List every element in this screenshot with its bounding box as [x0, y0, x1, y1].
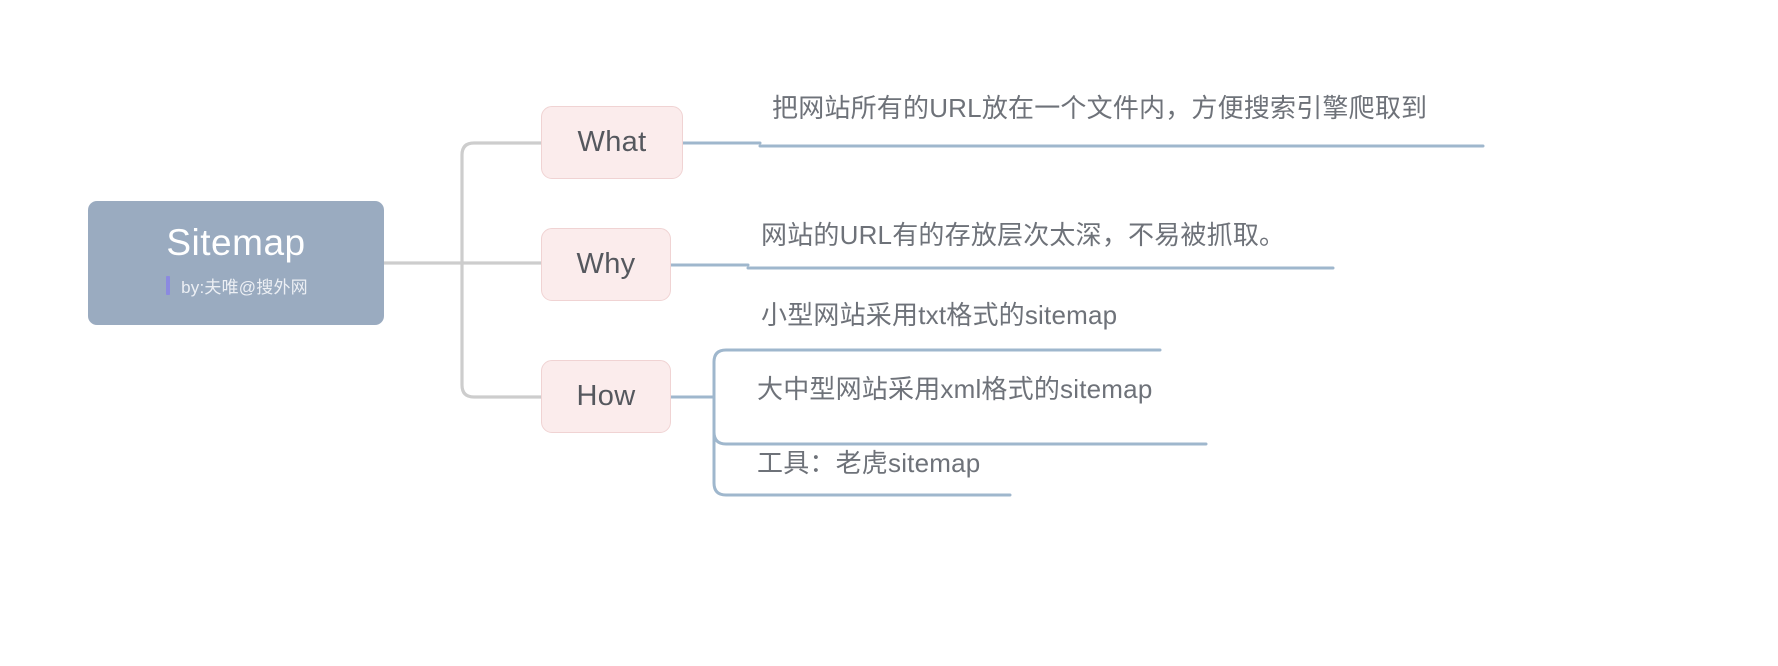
leaf-node-why-1[interactable]: 网站的URL有的存放层次太深，不易被抓取。	[761, 220, 1286, 250]
root-node[interactable]: Sitemap by:夫唯@搜外网	[88, 201, 384, 325]
branch-label: How	[576, 380, 636, 412]
accent-bar	[166, 275, 171, 295]
root-title: Sitemap	[166, 222, 306, 264]
branch-label: Why	[576, 248, 636, 280]
branch-node-why[interactable]: Why	[541, 228, 671, 301]
leaf-node-how-2[interactable]: 大中型网站采用xml格式的sitemap	[757, 374, 1153, 404]
leaf-node-how-3[interactable]: 工具：老虎sitemap	[757, 448, 981, 478]
root-subtitle-row: by:夫唯@搜外网	[164, 273, 308, 298]
branch-node-what[interactable]: What	[541, 106, 683, 179]
branch-label: What	[577, 126, 647, 158]
leaf-node-how-1[interactable]: 小型网站采用txt格式的sitemap	[761, 300, 1118, 330]
leaf-node-what-1[interactable]: 把网站所有的URL放在一个文件内，方便搜索引擎爬取到	[772, 93, 1428, 123]
root-subtitle: by:夫唯@搜外网	[181, 277, 308, 297]
branch-node-how[interactable]: How	[541, 360, 671, 433]
